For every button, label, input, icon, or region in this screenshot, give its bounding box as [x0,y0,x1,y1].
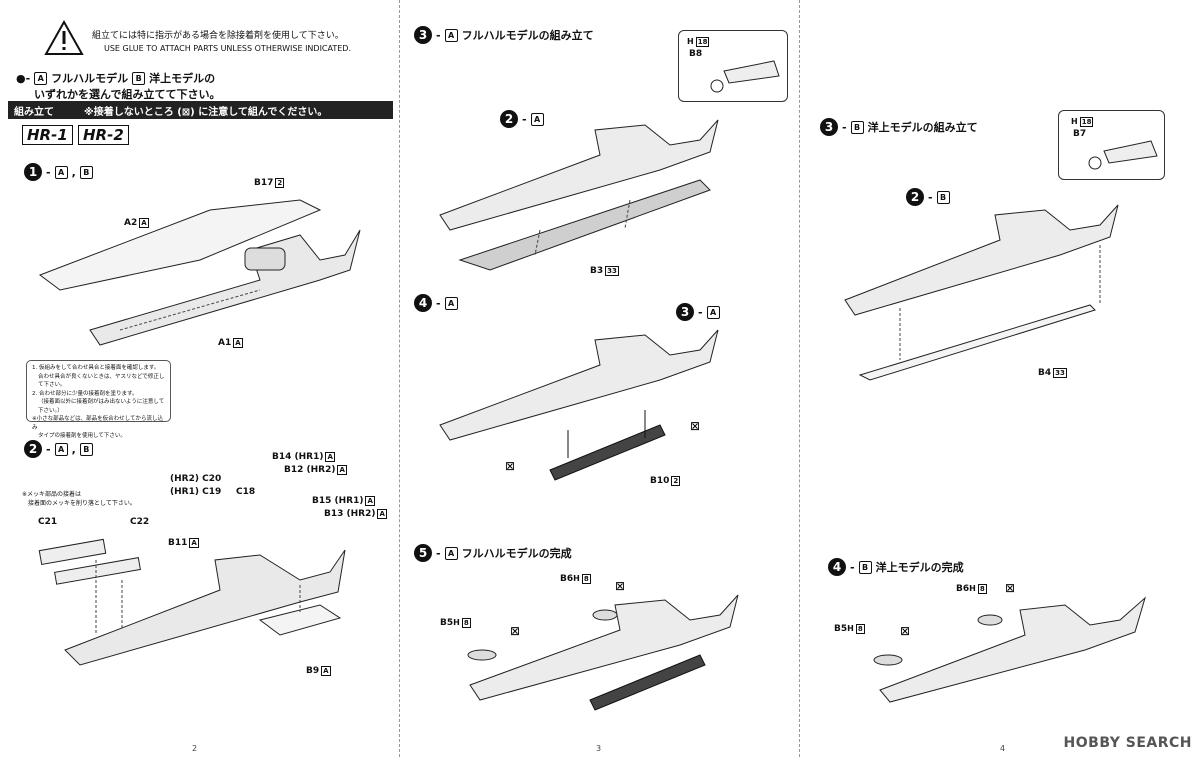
marker-a: A [34,71,48,85]
svg-text:⊠: ⊠ [690,419,700,433]
step-1-header: 1- A, B [24,163,93,181]
p4-step4-drawing: ⊠⊠ [873,581,1146,703]
svg-text:⊠: ⊠ [510,624,520,638]
hr2-badge: HR-2 [78,125,129,145]
assembly-band: 組み立て ※接着しないところ (⊠) に注意して組んでください。 [8,101,393,119]
svg-text:⊠: ⊠ [900,624,910,638]
page-number-2: 2 [192,744,198,753]
hr1-badge: HR-1 [22,125,73,145]
caution-jp: 組立てには特に指示がある場合を除接着剤を使用して下さい。 [92,31,344,41]
step2-hull-drawing [38,538,346,666]
glue-tips-box: 1. 仮組みをして合わせ具合と接着面を確認します。合わせ具合が良くないときは、ヤ… [26,360,171,439]
choice-line-2: いずれかを選んで組み立てて下さい。 [34,88,221,101]
p4-step-4-header: 4-B 洋上モデルの完成 [828,558,964,576]
page-number-4: 4 [1000,744,1006,753]
p3-step-5-header: 5-A フルハルモデルの完成 [414,544,572,562]
step-2-header: 2- A, B [24,440,93,458]
band-title: 組み立て [14,106,54,118]
p3-ref-2a: 2-A [500,110,544,128]
label-b12: B12 (HR2)A [284,465,347,475]
plating-note: ※メッキ部品の接着は接着面のメッキを削り落として下さい。 [22,491,136,507]
marker-b: B [132,71,146,85]
p3-step5-drawing: ⊠⊠ [467,579,739,711]
svg-text:⊠: ⊠ [505,459,515,473]
choice-line-1: ●-A フルハルモデル B 洋上モデルの [16,71,216,85]
label-b13: B13 (HR2)A [324,509,387,519]
no-glue-icon: ⊠ [181,106,191,118]
step1-hull-drawing [38,199,361,346]
label-c19: (HR1) C19 [170,487,222,497]
warning-icon [44,19,84,55]
page-number-3: 3 [596,744,602,753]
watermark: HOBBY SEARCH [1063,735,1192,751]
svg-text:⊠: ⊠ [615,579,625,593]
p3-step3-drawing [439,119,719,271]
p4-step-3-header: 3-B 洋上モデルの組み立て [820,118,978,136]
p3-step-3-header: 3-A フルハルモデルの組み立て [414,26,594,44]
p4-ref-2b: 2-B [906,188,950,206]
p3-ref-3a: 3-A [676,303,720,321]
svg-text:⊠: ⊠ [1005,581,1015,595]
page-2: 組立てには特に指示がある場合を除接着剤を使用して下さい。 USE GLUE TO… [0,0,400,757]
label-c21: C21 [38,517,58,527]
p3-step4-drawing: ⊠⊠ [439,329,719,481]
label-b14: B14 (HR1)A [272,452,335,462]
p3-step-4-header: 4-A [414,294,458,312]
label-c20: (HR2) C20 [170,474,222,484]
band-note: ※接着しないところ ( [84,106,182,118]
label-c18: C18 [236,487,256,497]
label-b15: B15 (HR1)A [312,496,375,506]
caution-en: USE GLUE TO ATTACH PARTS UNLESS OTHERWIS… [104,44,352,53]
p4-step3-drawing [844,204,1119,381]
label-c22: C22 [130,517,150,527]
